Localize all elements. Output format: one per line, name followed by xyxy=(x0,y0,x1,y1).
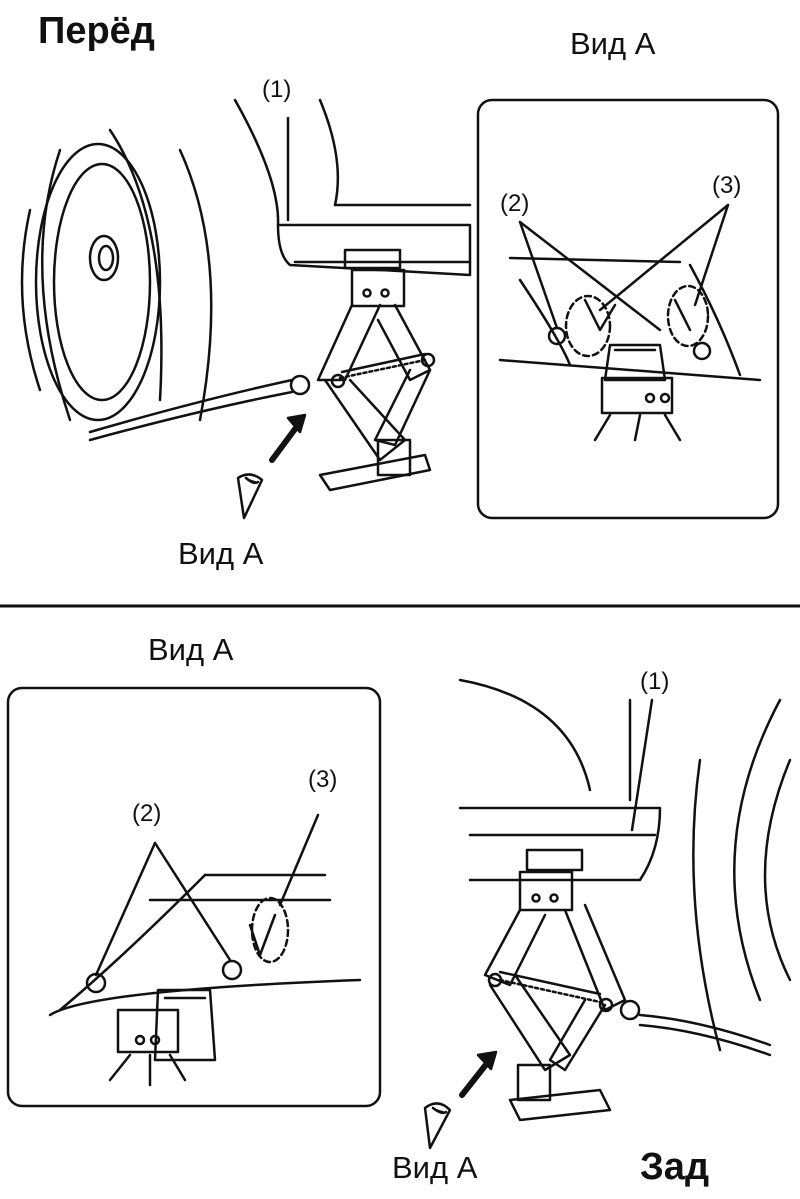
bottom-inset-callout-2: (2) xyxy=(132,800,162,827)
bottom-inset-title: Вид А xyxy=(148,632,234,667)
front-title: Перёд xyxy=(38,10,155,52)
top-inset-callout-3: (3) xyxy=(712,172,742,199)
rear-body-sill xyxy=(458,678,662,882)
front-callout-1: (1) xyxy=(262,76,292,103)
rear-title: Зад xyxy=(640,1146,710,1188)
front-body-sill xyxy=(233,98,472,277)
front-view-arrow-label: Вид А xyxy=(178,536,264,571)
bottom-inset-frame xyxy=(6,686,382,1108)
rear-jack xyxy=(483,848,772,1122)
front-wheel xyxy=(20,128,213,422)
front-jack xyxy=(88,248,436,492)
top-inset-detail xyxy=(498,203,762,442)
top-inset-title: Вид А xyxy=(570,26,656,61)
front-view-arrow xyxy=(236,413,307,520)
top-inset-callout-2: (2) xyxy=(500,190,530,217)
rear-callout-leader-1 xyxy=(630,698,654,832)
bottom-inset-callout-3: (3) xyxy=(308,766,338,793)
bottom-inset-detail xyxy=(48,813,362,1087)
top-inset-frame xyxy=(476,98,780,520)
rear-wheel xyxy=(692,698,792,1052)
rear-view-arrow xyxy=(423,1050,498,1150)
rear-callout-1: (1) xyxy=(640,668,670,695)
rear-view-arrow-label: Вид А xyxy=(392,1150,478,1185)
